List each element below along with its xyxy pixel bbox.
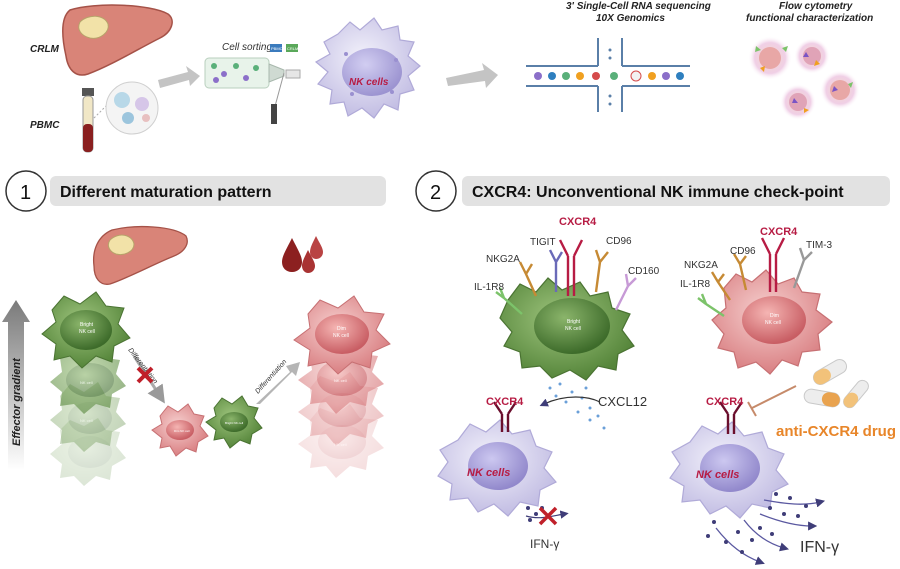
section2-header [415,170,890,212]
bright-cell-label-line1: Bright [567,319,581,325]
green-stack-label-line1: Bright [80,322,94,328]
pink-stack-label-line2: NK cell [333,333,349,339]
drug-label: anti-CXCR4 drug [776,423,896,440]
dim-nkg2a-label: NKG2A [684,260,718,271]
small-green-label: Bright NK cell [225,421,244,425]
left-ifn-label: IFN-γ [530,537,559,551]
pbmc-label: PBMC [30,120,60,131]
crlm-label: CRLM [30,44,60,55]
arrow-to-sorter [158,66,200,88]
pbmc-zoom-circle [105,81,159,135]
section2-title: CXCR4: Unconventional NK immune check-po… [472,184,844,201]
liver-icon [62,4,173,76]
right-nk-cell [669,401,789,519]
seq-line2: 10X Genomics [596,13,665,24]
pink-stack-label-4: NK cell [334,442,347,447]
green-nk-stack [41,291,131,486]
bright-tigit-label: TIGIT [530,237,556,248]
liver-icon-small [92,226,188,285]
cxcl12-arrow [539,396,601,407]
dim-cxcr4-label: CXCR4 [760,226,798,238]
bright-il1r8-label: IL-1R8 [474,282,504,293]
left-nk-cell [437,401,557,517]
blood-tube-icon [82,88,109,153]
cxcl12-dots [548,382,606,430]
green-stack-label-3: NK cell [80,418,93,423]
dim-nk-cell-receptors [697,237,833,375]
sorter-tube-1-label: PBMC [271,46,283,51]
right-ifn-label: IFN-γ [800,539,839,556]
bright-cxcr4-label: CXCR4 [559,216,597,228]
blocked-x-icon [136,366,154,384]
sorter-tube-2-label: CRLM [287,46,298,51]
pink-stack-label-2: NK cell [334,378,347,383]
seq-line1: 3' Single-Cell RNA sequencing [566,1,711,12]
cxcl12-label: CXCL12 [598,394,647,409]
section1-title: Different maturation pattern [60,184,272,201]
small-pink-label: Dim NK cell [174,429,190,433]
right-ifn-release [706,492,826,565]
effector-gradient-arrow [2,300,30,470]
left-cxcr4-label: CXCR4 [486,396,524,408]
pink-nk-stack [293,295,391,478]
dim-il1r8-label: IL-1R8 [680,279,710,290]
effector-gradient-label: Effector gradient [11,357,23,446]
arrow-to-sequencing [446,63,498,88]
cell-sorting-label: Cell sorting [222,42,272,53]
right-nk-cells-label: NK cells [696,469,739,481]
blood-drops-icon [282,236,323,273]
flow-line1: Flow cytometry [779,1,853,12]
microfluidic-channel-icon [526,38,690,112]
dim-cell-label-line2: NK cell [765,320,781,326]
drug-pills-icon [803,359,869,409]
drug-inhibition-bar [747,401,757,417]
right-cxcr4-label: CXCR4 [706,396,744,408]
differentiation-arrow-right [256,362,300,404]
bright-nkg2a-label: NKG2A [486,254,520,265]
cell-sorter-icon [204,44,301,124]
big-nk-cells-label: NK cells [349,77,389,88]
bright-nk-cell-receptors [495,239,637,381]
left-ifn-blocked [525,506,569,526]
section1-number: 1 [20,182,31,204]
bright-cell-label-line2: NK cell [565,326,581,332]
dim-cd96-label: CD96 [730,246,756,257]
big-nk-cell [314,17,421,119]
bright-cd96-label: CD96 [606,236,632,247]
small-green-nk-cell [205,395,263,449]
small-pink-nk-cell [151,403,209,457]
left-nk-cells-label: NK cells [467,467,510,479]
section2-number: 2 [430,182,441,204]
flow-cytometry-cells-icon [748,36,860,120]
pink-stack-label-line1: Dim [337,326,346,332]
dim-cell-label-line1: Dim [770,313,779,319]
dim-tim3-label: TIM-3 [806,240,833,251]
drug-inhibition-line [751,385,797,409]
section1-header [5,170,386,212]
bright-cd160-label: CD160 [628,266,660,277]
green-stack-label-2: NK cell [80,380,93,385]
green-stack-label-line2: NK cell [79,329,95,335]
flow-line2: functional characterization [746,13,873,24]
